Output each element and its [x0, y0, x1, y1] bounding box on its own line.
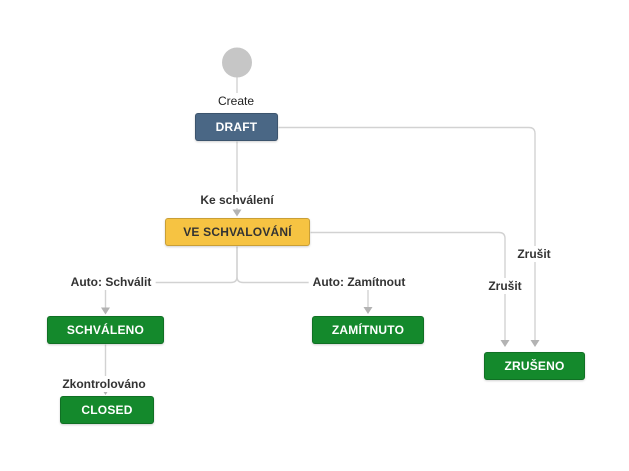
status-closed[interactable]: CLOSED: [60, 396, 154, 424]
transition-label-auto-zamitnout: Auto: Zamítnout: [308, 274, 410, 290]
transition-label-create: Create: [213, 93, 259, 109]
transition-label-zrusit-schvaleni: Zrušit: [484, 278, 526, 294]
start-node: [222, 47, 252, 78]
arrowhead-zrusit-schvaleni: [500, 340, 510, 347]
arrowhead-ke-schvaleni: [232, 209, 242, 217]
arrowhead-auto-zamitnout: [363, 307, 373, 314]
transition-label-zrusit-draft: Zrušit: [513, 246, 555, 262]
status-zruseno[interactable]: ZRUŠENO: [484, 352, 585, 380]
transition-label-auto-schvalit: Auto: Schválit: [66, 274, 156, 290]
status-schvaleno[interactable]: SCHVÁLENO: [47, 316, 164, 344]
transition-label-ke-schvaleni: Ke schválení: [196, 192, 278, 208]
status-draft[interactable]: DRAFT: [195, 113, 278, 141]
arrowhead-auto-schvalit: [101, 307, 110, 315]
status-zamitnuto[interactable]: ZAMÍTNUTO: [312, 316, 424, 344]
edge-zrusit-schvaleni: [310, 231, 506, 340]
edge-zrusit-draft: [278, 126, 536, 340]
arrowhead-zrusit-draft: [530, 340, 540, 347]
transition-label-zkontrolovano: Zkontrolováno: [58, 376, 150, 392]
status-ve-schvalovani[interactable]: VE SCHVALOVÁNÍ: [165, 218, 310, 246]
